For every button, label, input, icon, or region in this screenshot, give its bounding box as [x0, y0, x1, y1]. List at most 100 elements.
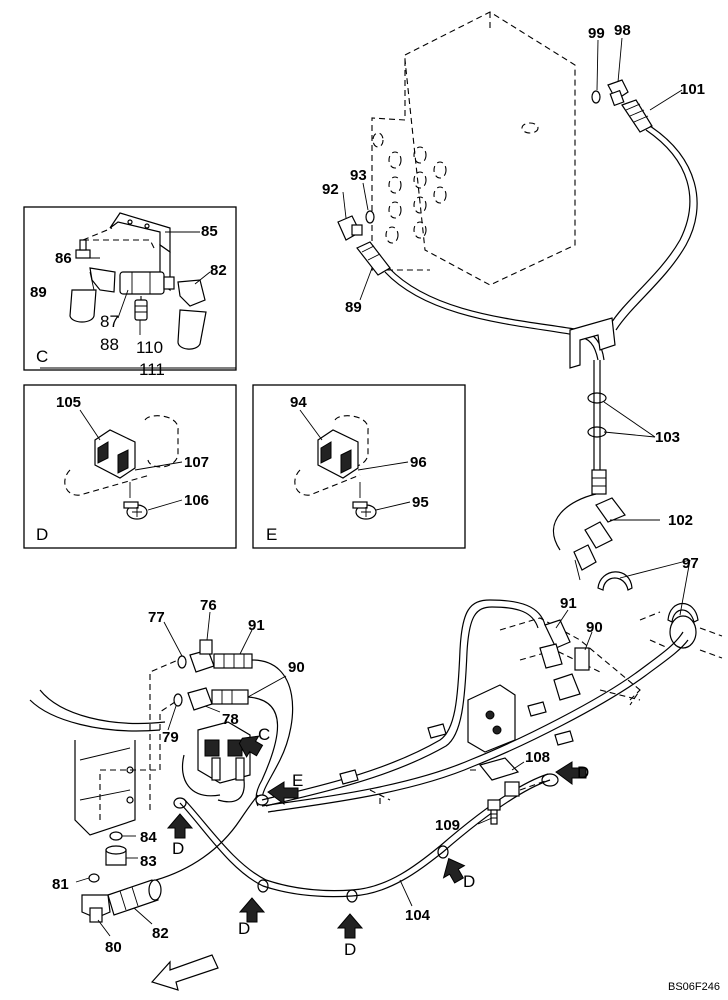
view-arrow-d4 — [442, 857, 466, 884]
o-ring-79 — [173, 693, 183, 707]
bolt-109 — [487, 799, 501, 825]
callout-91-right: 91 — [560, 595, 577, 612]
callout-108: 108 — [525, 749, 550, 766]
valve-block-lower — [467, 617, 641, 753]
hose-brackets — [339, 689, 641, 806]
pressure-switch-assembly — [197, 721, 251, 784]
box-label-d: D — [36, 525, 48, 544]
hose-fitting-82-bottom — [107, 879, 162, 916]
callout-92: 92 — [322, 181, 339, 198]
connector-87 — [119, 271, 175, 295]
callout-109: 109 — [435, 817, 460, 834]
mount-outline — [29, 689, 166, 836]
callout-87: 87 — [100, 312, 119, 331]
callout-82-bottom: 82 — [152, 925, 169, 942]
hose-91-left — [251, 659, 294, 801]
callout-99: 99 — [588, 25, 605, 42]
control-valve-outline — [371, 11, 576, 286]
screw-106 — [123, 501, 148, 520]
elbow-fitting-80 — [81, 894, 111, 923]
arrow-label-c: C — [258, 725, 270, 744]
hose-fitting-102 — [573, 469, 626, 581]
callout-89-box: 89 — [30, 284, 47, 301]
hose-fitting-91-right — [539, 619, 571, 669]
callout-labels: 99 98 101 93 92 89 103 102 97 91 90 108 … — [30, 22, 720, 993]
leader-lines — [75, 37, 691, 937]
view-arrow-d1 — [166, 813, 194, 839]
o-ring-81 — [88, 873, 100, 883]
callout-96: 96 — [410, 454, 427, 471]
callout-93: 93 — [350, 167, 367, 184]
detail-box-d — [23, 384, 237, 549]
hose-104 — [179, 779, 551, 898]
drawing-reference: BS06F246 — [668, 981, 720, 993]
callout-83: 83 — [140, 853, 157, 870]
callout-90-right: 90 — [586, 619, 603, 636]
callout-95: 95 — [412, 494, 429, 511]
callout-76: 76 — [200, 597, 217, 614]
hose-89 — [384, 271, 599, 361]
bolt-86 — [75, 239, 91, 259]
callout-88: 88 — [100, 335, 119, 354]
o-ring-99 — [591, 90, 601, 104]
callout-107: 107 — [184, 454, 209, 471]
arrow-label-d5: D — [577, 763, 589, 782]
callout-84: 84 — [140, 829, 157, 846]
callout-79: 79 — [162, 729, 179, 746]
callout-97: 97 — [682, 555, 699, 572]
arrow-label-d1: D — [172, 839, 184, 858]
callout-78: 78 — [222, 711, 239, 728]
clamp-107 — [64, 415, 179, 496]
callout-102: 102 — [668, 512, 693, 529]
callout-94: 94 — [290, 394, 307, 411]
view-arrow-c — [238, 735, 264, 758]
hose-101 — [609, 129, 691, 326]
hose-fitting-90-right — [553, 647, 590, 701]
o-ring-77 — [177, 655, 187, 669]
callout-111: 111 — [139, 360, 165, 379]
view-arrow-d2 — [238, 897, 266, 923]
callout-110: 110 — [136, 338, 163, 357]
hose-fitting-89-top — [356, 241, 391, 276]
bracket-top — [569, 317, 616, 369]
callout-89-top: 89 — [345, 299, 362, 316]
elbow-fitting-92 — [337, 215, 363, 241]
elbow-fitting-82-box — [177, 279, 207, 350]
callout-82-box: 82 — [210, 262, 227, 279]
hose-clamps-104 — [173, 773, 559, 903]
callout-77: 77 — [148, 609, 165, 626]
clamp-96 — [294, 415, 369, 496]
callout-85: 85 — [201, 223, 218, 240]
elbow-fitting-89-box — [69, 267, 116, 323]
arrow-label-e: E — [292, 771, 303, 790]
view-arrow-e — [267, 781, 299, 805]
view-arrow-d5 — [555, 761, 587, 785]
detail-box-c — [23, 206, 237, 371]
o-ring-93 — [365, 210, 375, 224]
callout-98: 98 — [614, 22, 631, 39]
callout-81: 81 — [52, 876, 69, 893]
plug-83 — [105, 845, 127, 866]
arrow-label-d2: D — [238, 919, 250, 938]
clamp-108 — [470, 757, 549, 797]
callout-90-left: 90 — [288, 659, 305, 676]
clamp-103 — [587, 392, 607, 438]
hose-fitting-101 — [621, 99, 653, 133]
arrow-label-d4: D — [463, 872, 475, 891]
callout-106: 106 — [184, 492, 209, 509]
view-arrow-d3 — [336, 913, 364, 939]
box-label-e: E — [266, 525, 277, 544]
arrow-label-d3: D — [344, 940, 356, 959]
clamp-97 — [597, 571, 723, 659]
callout-91-left: 91 — [248, 617, 265, 634]
callout-80: 80 — [105, 939, 122, 956]
elbow-fitting-76 — [189, 639, 215, 673]
elbow-fitting-98 — [607, 79, 629, 107]
detail-box-e — [252, 384, 466, 549]
callout-101: 101 — [680, 81, 705, 98]
box-label-c: C — [36, 347, 48, 366]
sensor-110 — [134, 296, 148, 321]
elbow-fitting-78 — [187, 687, 249, 711]
front-direction-arrow — [150, 954, 219, 991]
